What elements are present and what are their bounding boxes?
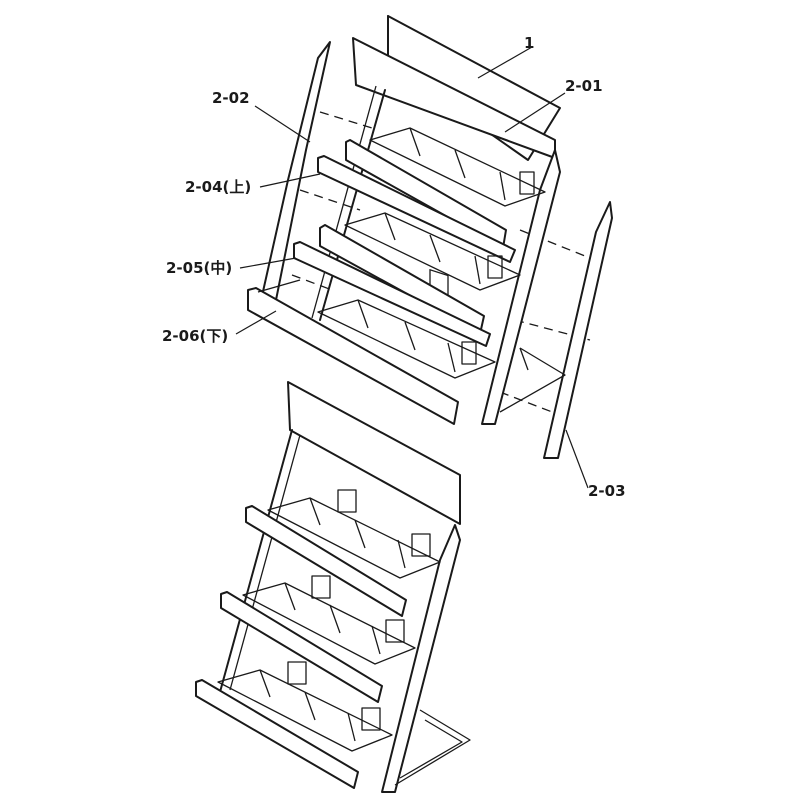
assembled-tier-2 [220,575,416,703]
assembled-tier-3 [195,661,393,789]
assembled-base-foot [394,709,471,786]
label-part-2-06: 2-06(下) [162,327,228,345]
label-part-1: 1 [524,34,534,52]
assembled-right-leg [381,524,461,793]
label-part-2-04: 2-04(上) [185,178,251,196]
leader-lines [235,46,589,489]
front-lip-2-04 [317,155,516,263]
exploded-base-foot [499,347,566,413]
part-labels: 1 2-01 2-02 2-03 2-04(上) 2-05(中) 2-06(下) [162,34,626,500]
shelf-bottom [247,279,496,425]
assembled-rack [195,381,471,793]
front-lip-2-06 [247,287,459,425]
exploded-assembly [247,15,613,459]
label-part-2-05: 2-05(中) [166,259,232,277]
shelf-middle [319,212,521,335]
right-side-panel [543,201,613,459]
label-part-2-02: 2-02 [212,89,250,107]
assembled-back-panel [287,381,461,525]
front-lip-2-05 [293,241,491,347]
shelf-top [345,127,546,303]
label-part-2-01: 2-01 [565,77,603,95]
main-side-frame [481,149,561,425]
assembled-tier-1 [245,489,441,617]
label-part-2-03: 2-03 [588,482,626,500]
